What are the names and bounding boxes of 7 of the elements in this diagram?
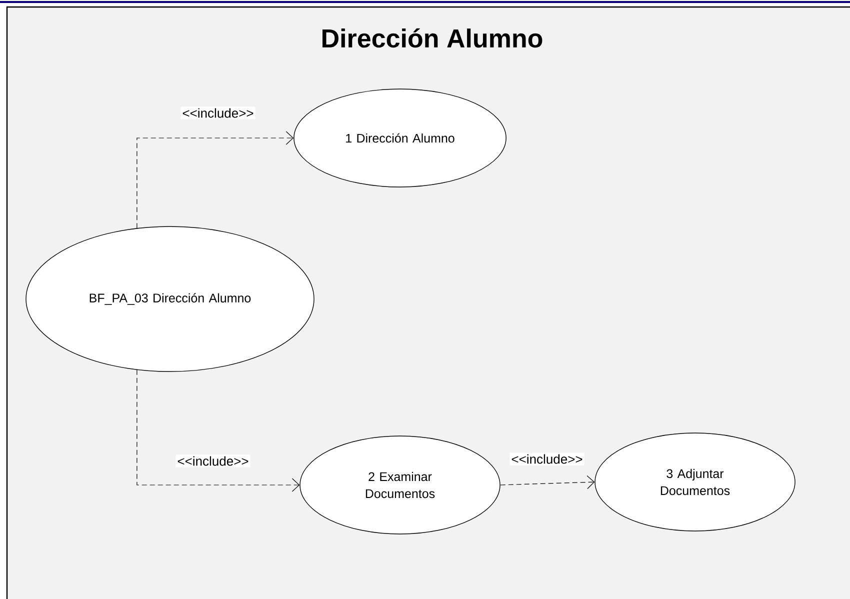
include-arrow: [136, 370, 300, 492]
include-arrow: [500, 475, 595, 490]
edge-label: <<include>>: [510, 452, 584, 466]
include-arrow: [136, 131, 294, 228]
edge-label: <<include>>: [180, 106, 256, 120]
edge-label: <<include>>: [176, 454, 250, 468]
diagram-title: Dirección Alumno: [322, 28, 542, 48]
